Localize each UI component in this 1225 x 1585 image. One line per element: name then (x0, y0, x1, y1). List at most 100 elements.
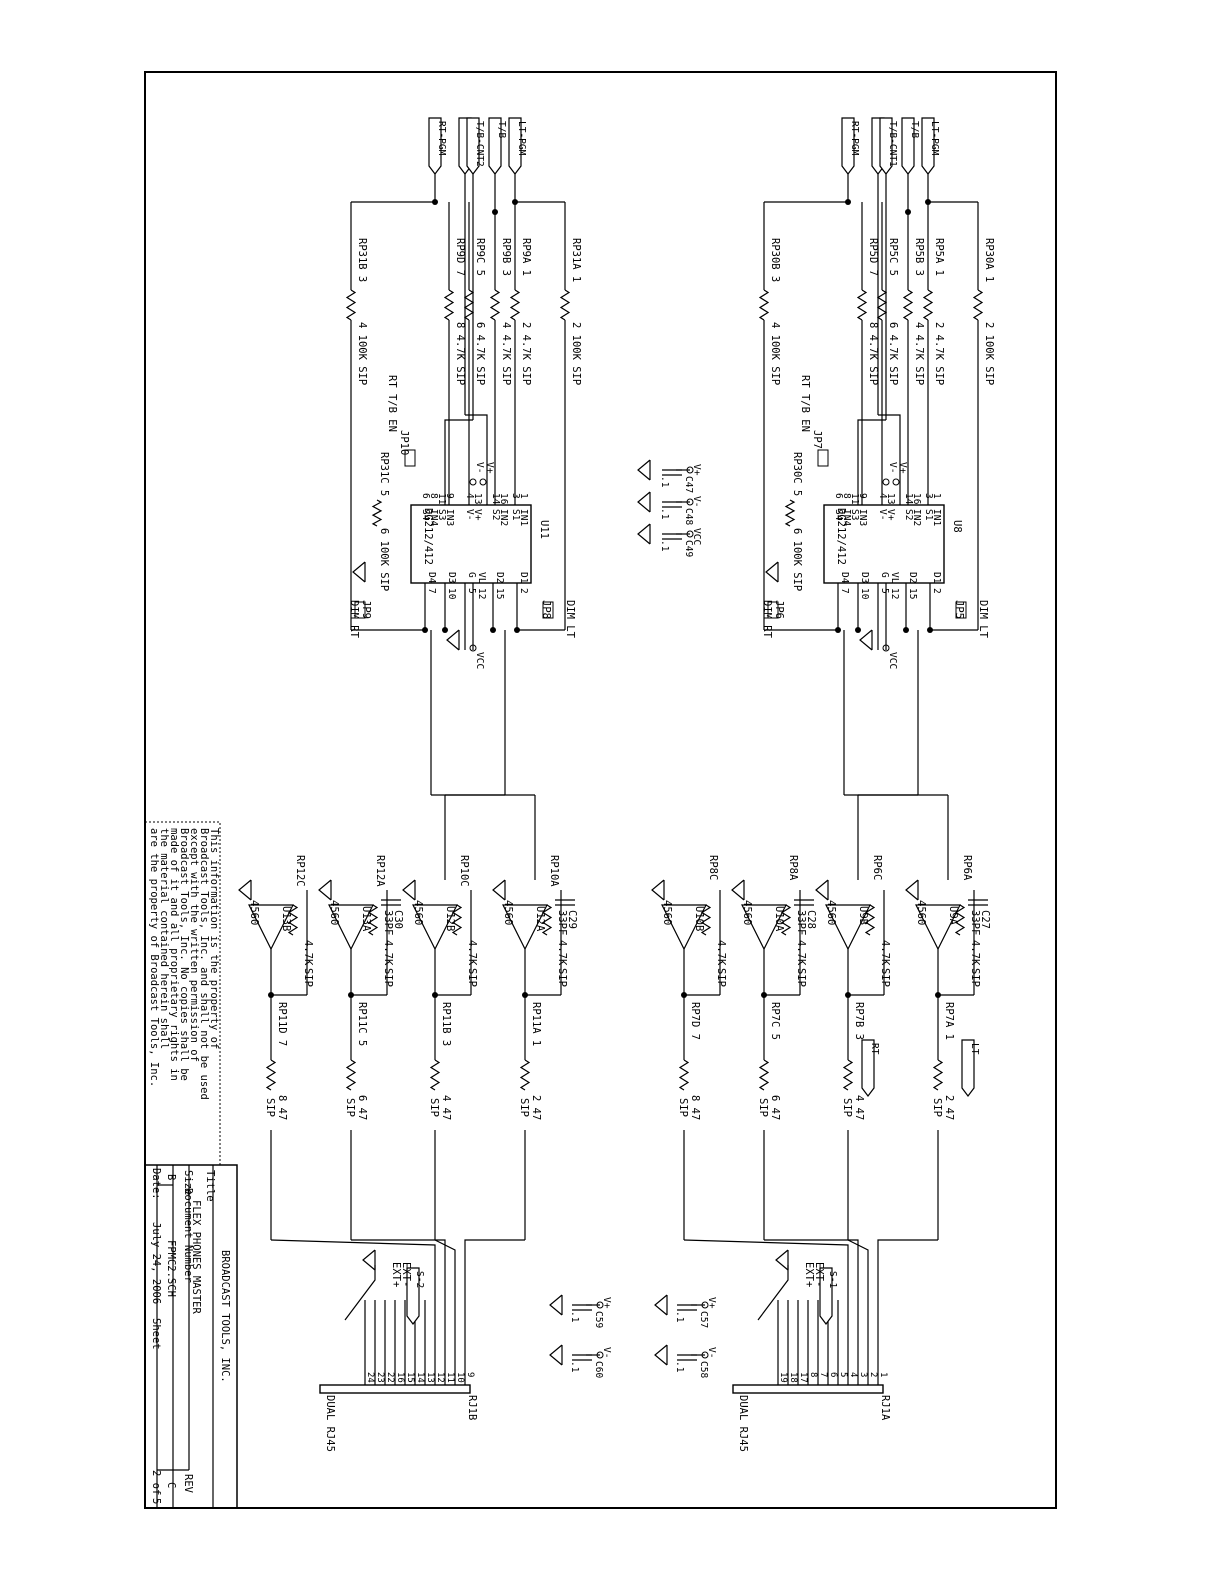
resistor-ref: RP31C 5 (378, 452, 390, 496)
ground-symbol (637, 459, 651, 481)
ground-arrow (775, 1249, 789, 1271)
resistor-ref-rp5b: RP5B 3 (913, 238, 925, 276)
wire (878, 414, 901, 505)
feedback-value: 4.7K (715, 940, 727, 966)
ic-ref: U11 (538, 520, 550, 539)
output-resistor-value: 8 47 (689, 1095, 701, 1120)
sheet-total: 5 (150, 1498, 162, 1504)
resistor-ref-rp9d: RP9D 7 (454, 238, 466, 276)
bypass-caps-section: V+C47.1V-C48.1VCCC49.1V+C57.1V-C58.1V+C5… (549, 459, 717, 1378)
signal-port-t-b: T/B (901, 117, 920, 175)
ic-pin-label: VL (476, 572, 487, 584)
resistor-rp5a (922, 289, 934, 321)
jumper-dim-rt (767, 601, 779, 619)
opamp-u9a (915, 904, 961, 951)
ic-pin-label: VL (889, 572, 900, 584)
ic-pin-number: 3 (923, 493, 934, 499)
ic-pin-label: D3 (859, 572, 870, 583)
signal-port-t-b: T/B (488, 117, 507, 175)
connector-pin-number: 1 (878, 1372, 888, 1377)
ground-arrow (637, 459, 651, 481)
port-shape (488, 117, 502, 175)
ic-pin-label: V- (877, 509, 888, 520)
resistor-ref-rp9a: RP9A 1 (520, 238, 532, 276)
ic-pin-label: D2 (494, 572, 505, 583)
rail-label: VCC (691, 528, 702, 545)
ground-arrow (637, 491, 651, 513)
connector-pin-number: 2 (868, 1372, 878, 1377)
port-shape (841, 117, 855, 175)
switch-ic-u8 (823, 504, 945, 584)
ground-arrow (238, 879, 252, 901)
port-shape (819, 1267, 833, 1325)
ic-pin-label: S1 (923, 509, 934, 521)
ic-pin-number: 14 (490, 493, 501, 505)
resistor-rp30a (972, 289, 984, 321)
jumper-jp10 (404, 449, 416, 467)
junction-dot (442, 627, 448, 633)
ground-symbol (238, 879, 252, 901)
ic-pin-number: 5 (466, 588, 477, 594)
feedback-value: 4.7K (969, 940, 981, 966)
connector-pin-number: 15 (405, 1372, 415, 1383)
opamp-ref: U10B (693, 906, 705, 931)
port-shape (428, 117, 442, 175)
connector-pin-number: 11 (445, 1372, 455, 1383)
resistor-ref-rp9b: RP9B 3 (500, 238, 512, 276)
ic-pin-number: 10 (446, 588, 457, 600)
sip-label: SIP (264, 1098, 276, 1117)
size-label: Size (182, 1170, 194, 1195)
cap-ref: C48 (683, 508, 694, 525)
jumper-label: JP8 (540, 600, 552, 619)
jumper-dim-lt (542, 601, 554, 619)
ic-pin-label: IN3 (857, 509, 868, 526)
ic-pin-label: IN2 (911, 509, 922, 526)
opamp-ref: U10A (773, 906, 785, 932)
output-resistor (758, 1059, 770, 1091)
ic-pin-label: IN4 (841, 509, 852, 526)
port-sense: S-1 (819, 1267, 838, 1325)
resistor-ref: RP6C (871, 855, 883, 880)
feedback-resistor (541, 904, 553, 936)
resistor-value: 6 100K SIP (791, 528, 803, 591)
output-resistor-value: 4 47 (440, 1095, 452, 1120)
jumper-label: JP10 (398, 430, 410, 455)
jumper-function-label: RT T/B EN (799, 375, 811, 432)
resistor-zigzag (371, 499, 383, 527)
rev-label: REV (182, 1474, 194, 1494)
resistor-ref: RP8A (787, 855, 799, 881)
connector-pin-number: 23 (375, 1372, 385, 1383)
wire (464, 1239, 525, 1300)
ic-pin-label: D1 (931, 572, 942, 584)
opamp-part: 4560 (825, 900, 837, 925)
connector-pin-number: 12 (435, 1372, 445, 1383)
vcc-terminal (469, 644, 477, 652)
output-resistor-value: 6 47 (769, 1095, 781, 1120)
connector-pin-number: 14 (415, 1372, 425, 1383)
resistor-value: 8 4.7K SIP (454, 322, 466, 385)
vplus-label: V+ (897, 462, 908, 474)
rj45-connector (319, 1384, 471, 1394)
dim-lt-label: DIM LT (564, 600, 576, 639)
title-block: BROADCAST TOOLS, INC. Title FLEX PHONES … (144, 1164, 238, 1509)
rail-label: V+ (706, 1297, 717, 1309)
ground-symbol (654, 1344, 668, 1366)
connector-pin-number: 19 (778, 1372, 788, 1383)
resistor-value: 6 100K SIP (378, 528, 390, 591)
connector-ref: RJ1A (879, 1395, 891, 1421)
cap-value: 33PF (969, 910, 981, 935)
cap-ref: C57 (698, 1311, 709, 1328)
ic-pin-number: 1 (518, 493, 529, 499)
signal-port-t-b-cnt2: T/B-CNT2 (466, 117, 485, 175)
opamp-ref: U13B (280, 906, 292, 931)
resistor-value: 2 100K SIP (983, 322, 995, 385)
connector-pin-number: 8 (808, 1372, 818, 1377)
resistor-ref-rp30a: RP30A 1 (983, 238, 995, 282)
connector-type: DUAL RJ45 (737, 1395, 749, 1452)
ic-pin-number: 10 (859, 588, 870, 600)
connector-ref: RJ1B (466, 1395, 478, 1420)
vminus-terminal (882, 478, 890, 486)
ground-symbol (549, 1294, 563, 1316)
wire (683, 1239, 849, 1300)
